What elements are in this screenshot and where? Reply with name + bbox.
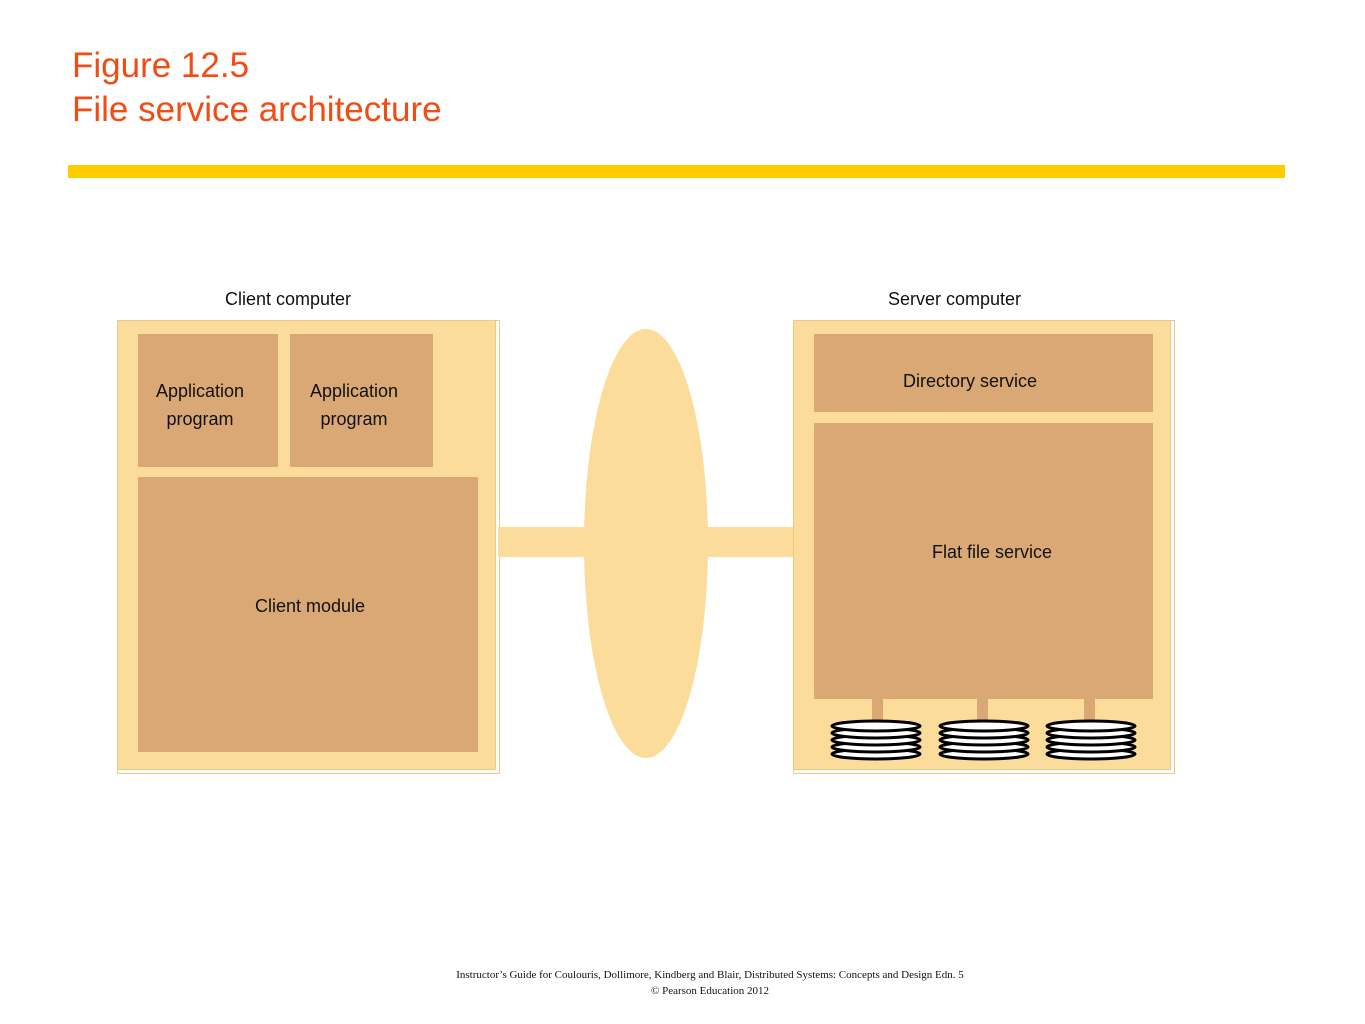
title-rule bbox=[68, 165, 1285, 178]
disk-stem-1 bbox=[872, 699, 883, 727]
client-network-link bbox=[498, 527, 598, 557]
client-module-label: Client module bbox=[254, 596, 366, 616]
disk-stem-3 bbox=[1084, 699, 1095, 727]
server-computer-heading: Server computer bbox=[888, 289, 1022, 309]
flat-file-service-label: Flat file service bbox=[931, 542, 1053, 562]
figure-caption: File service architecture bbox=[72, 90, 442, 129]
server-network-link bbox=[694, 527, 794, 557]
client-module-box bbox=[138, 477, 478, 752]
application-program-box-2 bbox=[290, 334, 433, 467]
figure-number: Figure 12.5 bbox=[72, 46, 250, 85]
application-program-box-1 bbox=[138, 334, 278, 467]
slide-footer: Instructor’s Guide for Coulouris, Dollim… bbox=[0, 967, 1365, 999]
slide-title: Figure 12.5 File service architecture bbox=[72, 44, 442, 132]
client-computer-heading: Client computer bbox=[225, 289, 352, 309]
application-program-label-2: Application program bbox=[309, 381, 399, 429]
application-program-label-1: Application program bbox=[155, 381, 245, 429]
footer-citation: Instructor’s Guide for Coulouris, Dollim… bbox=[456, 969, 964, 981]
disk-icon bbox=[1045, 719, 1137, 761]
directory-service-box bbox=[814, 334, 1153, 412]
directory-service-label: Directory service bbox=[902, 371, 1038, 391]
disk-icon bbox=[830, 719, 922, 761]
disk-icon bbox=[938, 719, 1030, 761]
flat-file-service-box bbox=[814, 423, 1153, 699]
footer-copyright: © Pearson Education 2012 bbox=[650, 985, 770, 997]
disk-stem-2 bbox=[977, 699, 988, 727]
network-ellipse bbox=[584, 329, 708, 758]
